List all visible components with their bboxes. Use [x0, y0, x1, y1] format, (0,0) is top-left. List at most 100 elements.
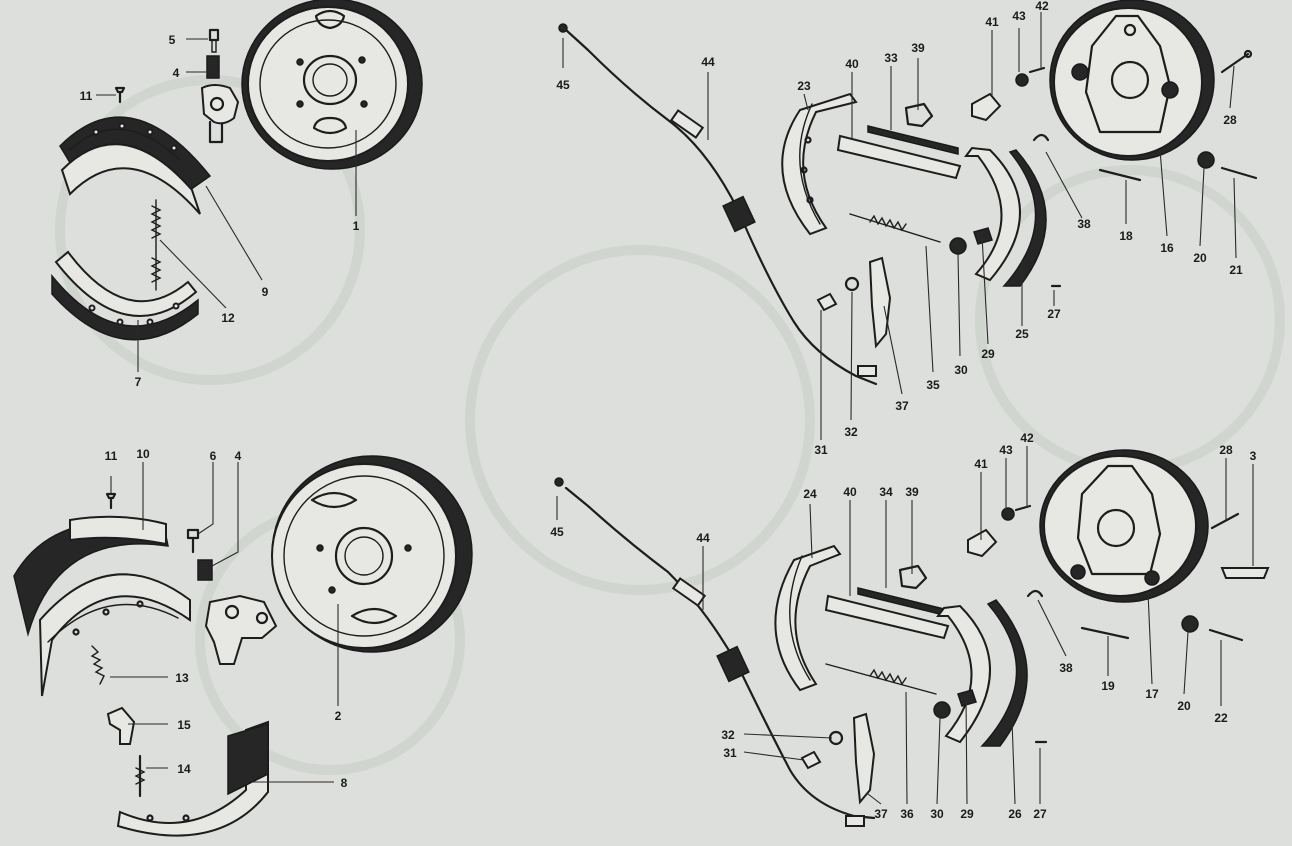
callout-29: 29: [981, 347, 995, 361]
callout-45: 45: [556, 78, 570, 92]
callout-38: 38: [1077, 217, 1091, 231]
callout-35: 35: [926, 378, 940, 392]
backing-plate-16: [1049, 0, 1215, 161]
callout-11: 11: [80, 89, 93, 103]
small-parts-top-right: [971, 49, 1258, 288]
callout-1: 1: [353, 219, 360, 233]
callout-4: 4: [173, 66, 180, 80]
bleeder-4-rear: [197, 559, 213, 581]
callout-10: 10: [136, 447, 150, 461]
callout-4-lower: 4: [235, 449, 242, 463]
callout-40: 40: [845, 57, 859, 71]
callout-28: 28: [1223, 113, 1237, 127]
callout-27-lower: 27: [1033, 807, 1047, 821]
callout-40-lower: 40: [843, 485, 857, 499]
adjuster-nut-29-30-bottom: [933, 689, 977, 719]
handbrake-cable-top: [558, 23, 878, 386]
lever-37-top: [868, 256, 892, 349]
callout-45-lower: 45: [550, 525, 564, 539]
callout-27: 27: [1047, 307, 1061, 321]
backing-plate-17: [1039, 449, 1209, 603]
callout-34: 34: [879, 485, 893, 499]
callout-41-lower: 41: [974, 457, 988, 471]
callout-43: 43: [1012, 9, 1026, 23]
brake-shoe-upper-rear: [38, 573, 191, 697]
handbrake-cable-bottom: [554, 477, 876, 827]
callout-41: 41: [985, 15, 999, 29]
callout-28-lower: 28: [1219, 443, 1233, 457]
spring-36: [825, 663, 937, 695]
spring-13: [90, 645, 105, 685]
callout-15: 15: [177, 718, 191, 732]
callout-6: 6: [210, 449, 217, 463]
callout-11-lower: 11: [105, 449, 118, 463]
adjuster-strut-40-bottom: [824, 587, 950, 640]
brake-drum-rear: [271, 455, 473, 653]
brake-shoe-25: [964, 146, 1047, 287]
background-ghost-rings: [55, 75, 1285, 775]
brake-shoe-24: [774, 544, 842, 692]
callout-13: 13: [175, 671, 189, 685]
callout-42-lower: 42: [1020, 431, 1034, 445]
callout-31: 31: [814, 443, 828, 457]
lever-37-bottom: [852, 712, 876, 805]
callout-7: 7: [135, 375, 142, 389]
callout-16: 16: [1160, 241, 1174, 255]
callout-8: 8: [341, 776, 348, 790]
callout-17: 17: [1145, 687, 1159, 701]
callout-9: 9: [262, 285, 269, 299]
callout-23: 23: [797, 79, 811, 93]
callout-24: 24: [803, 487, 817, 501]
brake-shoe-upper-front: [59, 116, 212, 215]
wheel-cylinder-rear: [204, 594, 278, 665]
brake-drum-front: [241, 0, 423, 170]
callout-37-lower: 37: [874, 807, 888, 821]
callout-29-lower: 29: [960, 807, 974, 821]
callout-30-lower: 30: [930, 807, 944, 821]
callout-42: 42: [1035, 0, 1049, 13]
callout-26: 26: [1008, 807, 1022, 821]
callout-14: 14: [177, 762, 191, 776]
wheel-cylinder-assembly-front: [200, 28, 240, 144]
callout-31-lower: 31: [723, 746, 737, 760]
brake-lining-rear: [13, 515, 169, 637]
callout-12: 12: [221, 311, 235, 325]
brake-shoe-23: [781, 92, 858, 236]
brake-shoe-lower-rear: [116, 720, 269, 837]
callout-25: 25: [1015, 327, 1029, 341]
return-spring-front: [150, 199, 162, 291]
callout-20-lower: 20: [1177, 699, 1191, 713]
callout-32: 32: [844, 425, 858, 439]
screw-11-bottom: [105, 492, 117, 510]
bolt-6: [186, 528, 200, 554]
pin-14: [134, 754, 146, 798]
callout-36: 36: [900, 807, 914, 821]
callout-37: 37: [895, 399, 909, 413]
callout-30: 30: [954, 363, 968, 377]
callout-18: 18: [1119, 229, 1133, 243]
screw-11-top: [114, 86, 126, 104]
callout-43-lower: 43: [999, 443, 1013, 457]
callout-44: 44: [701, 55, 715, 69]
clip-39-bottom: [898, 564, 928, 590]
callout-20: 20: [1193, 251, 1207, 265]
spring-35: [849, 213, 941, 243]
adjuster-strut-40-top: [836, 125, 962, 180]
callout-19: 19: [1101, 679, 1115, 693]
callout-2: 2: [335, 709, 342, 723]
callout-5: 5: [169, 33, 176, 47]
callout-33: 33: [884, 51, 898, 65]
callout-32-lower: 32: [721, 728, 735, 742]
small-parts-bottom-right: [967, 504, 1270, 744]
callout-39: 39: [911, 41, 925, 55]
callout-22: 22: [1214, 711, 1228, 725]
bolt-31-washer-32-top: [816, 276, 860, 312]
callout-21: 21: [1229, 263, 1243, 277]
adjuster-nut-29-30-top: [949, 227, 993, 255]
callout-numbers: 5 4 11 1 9 12 7 11 10 6 4 2 13 15 14 8 4…: [80, 0, 1257, 821]
callout-39-lower: 39: [905, 485, 919, 499]
clip-15: [106, 706, 136, 745]
brake-shoe-lower-front: [51, 250, 199, 341]
